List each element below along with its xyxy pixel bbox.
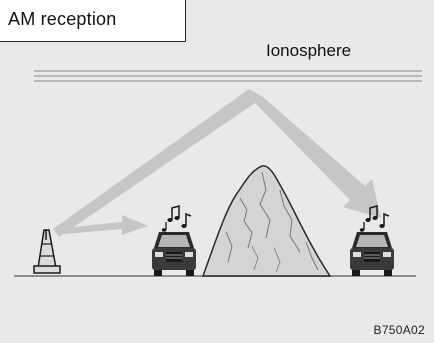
transmission-tower-icon — [33, 229, 61, 274]
ground-wave-arrow — [64, 215, 148, 235]
sky-wave-down-arrow — [249, 89, 381, 218]
ionosphere-layer — [34, 70, 422, 82]
car-icon — [350, 232, 394, 276]
figure-title: AM reception — [8, 9, 117, 29]
music-note-icon — [359, 205, 390, 232]
figure-code: B750A02 — [373, 323, 425, 337]
music-note-icon — [161, 205, 192, 232]
car-icon — [152, 232, 196, 276]
figure-title-box: AM reception — [0, 0, 186, 42]
ionosphere-label: Ionosphere — [266, 41, 352, 60]
sky-wave-up-arrow — [53, 89, 255, 237]
mountain-icon — [201, 165, 332, 277]
